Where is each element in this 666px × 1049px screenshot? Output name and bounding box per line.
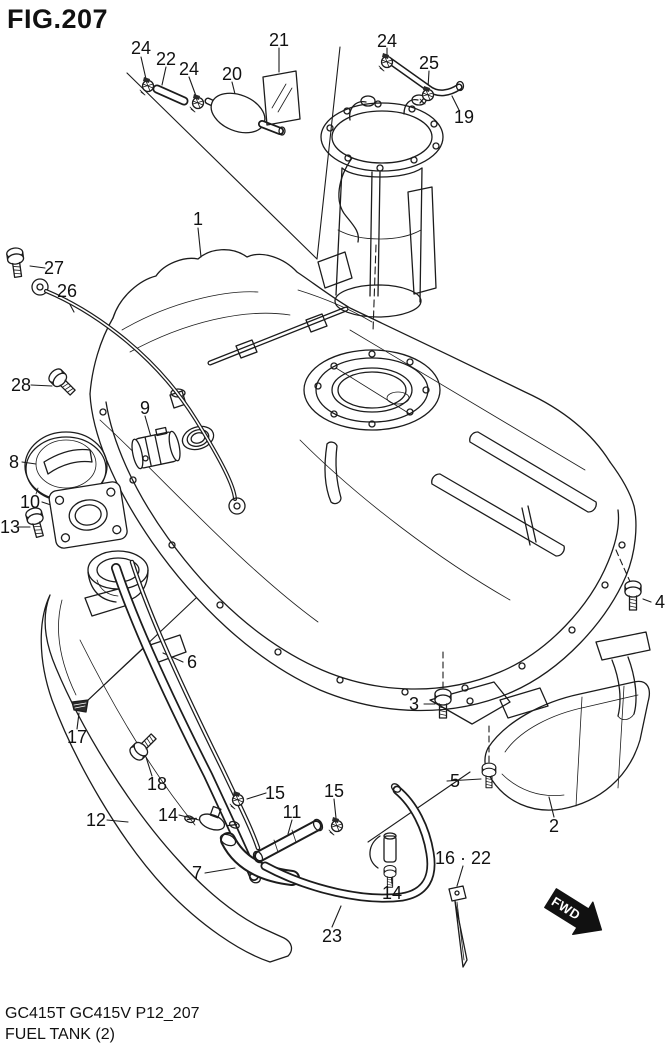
tank-strap-parts xyxy=(5,246,246,515)
page-footer: GC415T GC415V P12_207 FUEL TANK (2) xyxy=(5,1003,200,1046)
part-label-4: 4 xyxy=(654,592,666,612)
part-label-16·22: 16 · 22 xyxy=(434,848,492,868)
part-label-23: 23 xyxy=(321,926,343,946)
rollover-valve-14 xyxy=(369,832,397,888)
figure-name: FUEL TANK (2) xyxy=(5,1026,115,1044)
part-label-8: 8 xyxy=(8,452,20,472)
bottom-hose-cluster xyxy=(184,783,468,968)
part-label-14: 14 xyxy=(381,883,403,903)
figure-title: FIG.207 xyxy=(7,4,109,34)
fuel-cock-14 xyxy=(184,805,240,831)
part-label-24: 24 xyxy=(178,59,200,79)
part-label-27: 27 xyxy=(43,258,65,278)
part-label-14: 14 xyxy=(157,805,179,825)
fuel-hose-19 xyxy=(378,52,465,105)
part-label-18: 18 xyxy=(146,774,168,794)
primer-bulb-assembly xyxy=(139,70,301,136)
part-label-1: 1 xyxy=(192,209,204,229)
part-label-15: 15 xyxy=(323,781,345,801)
part-label-17: 17 xyxy=(66,727,88,747)
tank-protector xyxy=(434,580,651,811)
part-label-25: 25 xyxy=(418,53,440,73)
check-valve-9 xyxy=(131,426,181,470)
cable-tie-16-22 xyxy=(448,885,468,968)
part-label-6: 6 xyxy=(186,652,198,672)
construction-lines xyxy=(85,46,633,843)
part-label-21: 21 xyxy=(268,30,290,50)
part-label-15: 15 xyxy=(264,783,286,803)
part-label-12: 12 xyxy=(85,810,107,830)
part-label-3: 3 xyxy=(408,694,420,714)
part-label-28: 28 xyxy=(10,375,32,395)
part-label-26: 26 xyxy=(56,281,78,301)
filler-tube-and-shield xyxy=(40,559,293,963)
part-label-9: 9 xyxy=(139,398,151,418)
part-label-2: 2 xyxy=(548,816,560,836)
part-label-5: 5 xyxy=(449,771,461,791)
part-label-10: 10 xyxy=(19,492,41,512)
part-label-11: 11 xyxy=(282,802,302,822)
part-label-7: 7 xyxy=(191,863,203,883)
part-label-24: 24 xyxy=(376,31,398,51)
part-label-22: 22 xyxy=(155,49,177,69)
part-label-19: 19 xyxy=(453,107,475,127)
filler-cap-assembly xyxy=(23,431,149,603)
model-code: GC415T GC415V P12_207 xyxy=(5,1004,200,1022)
label-sticker-21 xyxy=(262,70,301,126)
part-label-24: 24 xyxy=(130,38,152,58)
part-label-20: 20 xyxy=(221,64,243,84)
part-label-13: 13 xyxy=(0,517,21,537)
